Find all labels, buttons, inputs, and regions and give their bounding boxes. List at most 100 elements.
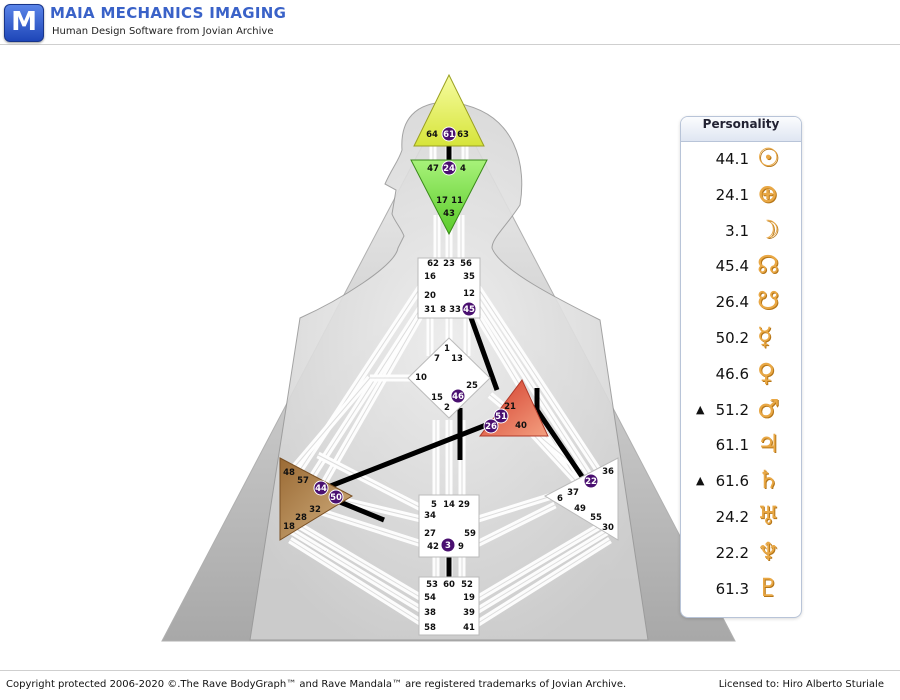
gate-number: 19	[463, 593, 475, 603]
activation-value: 3.1	[725, 221, 749, 240]
gate-number: 14	[443, 500, 455, 510]
activation-value: 26.4	[715, 293, 749, 312]
gate-number: 7	[434, 354, 440, 364]
defined-channel	[467, 314, 500, 391]
gate-number: 46	[452, 392, 464, 402]
gate-number: 48	[283, 468, 295, 478]
personality-row: 26.4 ☋	[681, 285, 801, 321]
gate-number: 61	[443, 130, 455, 140]
personality-row: 44.1☉	[681, 142, 801, 178]
exaltation-marker: ▲	[696, 402, 705, 416]
personality-row: 24.1⊕	[681, 178, 801, 214]
personality-row: 22.2♆	[681, 536, 801, 572]
gate-number: 4	[460, 164, 466, 174]
gate-number: 28	[295, 513, 307, 523]
gate-number: 34	[424, 511, 436, 521]
gate-number: 12	[463, 289, 475, 299]
channel-edge	[475, 284, 599, 471]
gate-number: 44	[315, 484, 327, 494]
jupiter-icon: ♃	[757, 429, 780, 459]
app-footer: Copyright protected 2006-2020 ©.The Rave…	[0, 670, 900, 700]
gate-number: 11	[451, 196, 463, 206]
gate-number: 45	[463, 305, 475, 315]
personality-row: 50.2 ☿	[681, 321, 801, 357]
channel-edge	[474, 519, 611, 601]
activation-value: 24.2	[715, 508, 749, 526]
uranus-icon: ♅	[757, 501, 780, 530]
personality-row: 46.6 ♀	[681, 357, 801, 393]
gate-number: 2	[444, 403, 450, 413]
app-logo: M	[4, 4, 44, 42]
mercury-icon: ☿	[757, 322, 773, 351]
activation-value: 61.3	[715, 579, 749, 598]
gate-number: 36	[602, 467, 614, 477]
gate-number: 59	[464, 529, 476, 539]
gate-number: 62	[427, 259, 439, 269]
gate-number: 8	[440, 305, 446, 315]
gate-number: 9	[458, 542, 464, 552]
gate-number: 42	[427, 542, 439, 552]
gate-number: 13	[451, 354, 463, 364]
activation-value: 50.2	[715, 329, 749, 347]
activation-value: 46.6	[715, 364, 749, 383]
channel-edge	[289, 529, 426, 613]
channel-edge	[289, 519, 426, 601]
activation-value: 61.1	[715, 436, 749, 455]
personality-row: 24.2 ♅	[681, 500, 801, 536]
g-center	[407, 337, 491, 419]
gate-number: 47	[427, 164, 439, 174]
personality-panel-title: Personality	[681, 117, 801, 142]
south-node-icon: ☋	[757, 286, 780, 316]
personality-row: ▲61.6♄	[681, 464, 801, 500]
gate-number: 41	[463, 623, 475, 633]
moon-icon: ☽	[757, 214, 780, 244]
channel-edge	[475, 299, 591, 477]
gate-number: 21	[504, 402, 516, 412]
gate-number: 18	[283, 522, 295, 532]
gate-number: 38	[424, 608, 436, 618]
defined-channel	[534, 408, 586, 480]
gate-number: 10	[415, 373, 427, 383]
venus-icon: ♀	[757, 357, 776, 387]
gate-number: 53	[426, 580, 438, 590]
gate-badge	[483, 418, 499, 434]
gate-badge	[461, 301, 477, 317]
gate-number: 57	[297, 476, 309, 486]
gate-number: 58	[424, 623, 436, 633]
gate-number: 27	[424, 529, 436, 539]
gate-number: 51	[495, 412, 507, 422]
gate-number: 56	[460, 259, 472, 269]
gate-badge	[450, 388, 466, 404]
gate-number: 15	[431, 393, 443, 403]
activation-value: 24.1	[715, 185, 749, 204]
gate-number: 1	[444, 344, 450, 354]
gate-badge	[441, 160, 457, 176]
gate-number: 32	[309, 505, 321, 515]
personality-row: 61.3♇	[681, 572, 801, 608]
north-node-icon: ☊	[757, 250, 780, 280]
logo-letter: M	[11, 7, 37, 37]
gate-badge	[583, 473, 599, 489]
gate-number: 23	[443, 259, 455, 269]
gate-number: 49	[574, 504, 586, 514]
gate-number: 43	[443, 209, 455, 219]
gate-number: 5	[431, 500, 437, 510]
ajna-center	[410, 159, 488, 236]
neptune-icon: ♆	[757, 536, 780, 566]
gate-badge	[328, 489, 344, 505]
gate-number: 30	[602, 523, 614, 533]
channel-edge	[289, 539, 426, 626]
app-title: MAIA MECHANICS IMAGING	[50, 4, 287, 22]
gate-number: 60	[443, 580, 455, 590]
gate-number: 64	[426, 130, 438, 140]
license-text: Licensed to: Hiro Alberto Sturiale	[718, 679, 884, 690]
gate-number: 37	[567, 488, 579, 498]
defined-channel	[299, 415, 505, 501]
defined-channel	[339, 499, 385, 523]
gate-number: 63	[457, 130, 469, 140]
gate-badge	[440, 537, 456, 553]
personality-panel: Personality 44.1☉24.1⊕3.1☽45.4☊26.4☋50.2…	[680, 116, 802, 618]
activation-value: 61.6	[715, 472, 749, 491]
